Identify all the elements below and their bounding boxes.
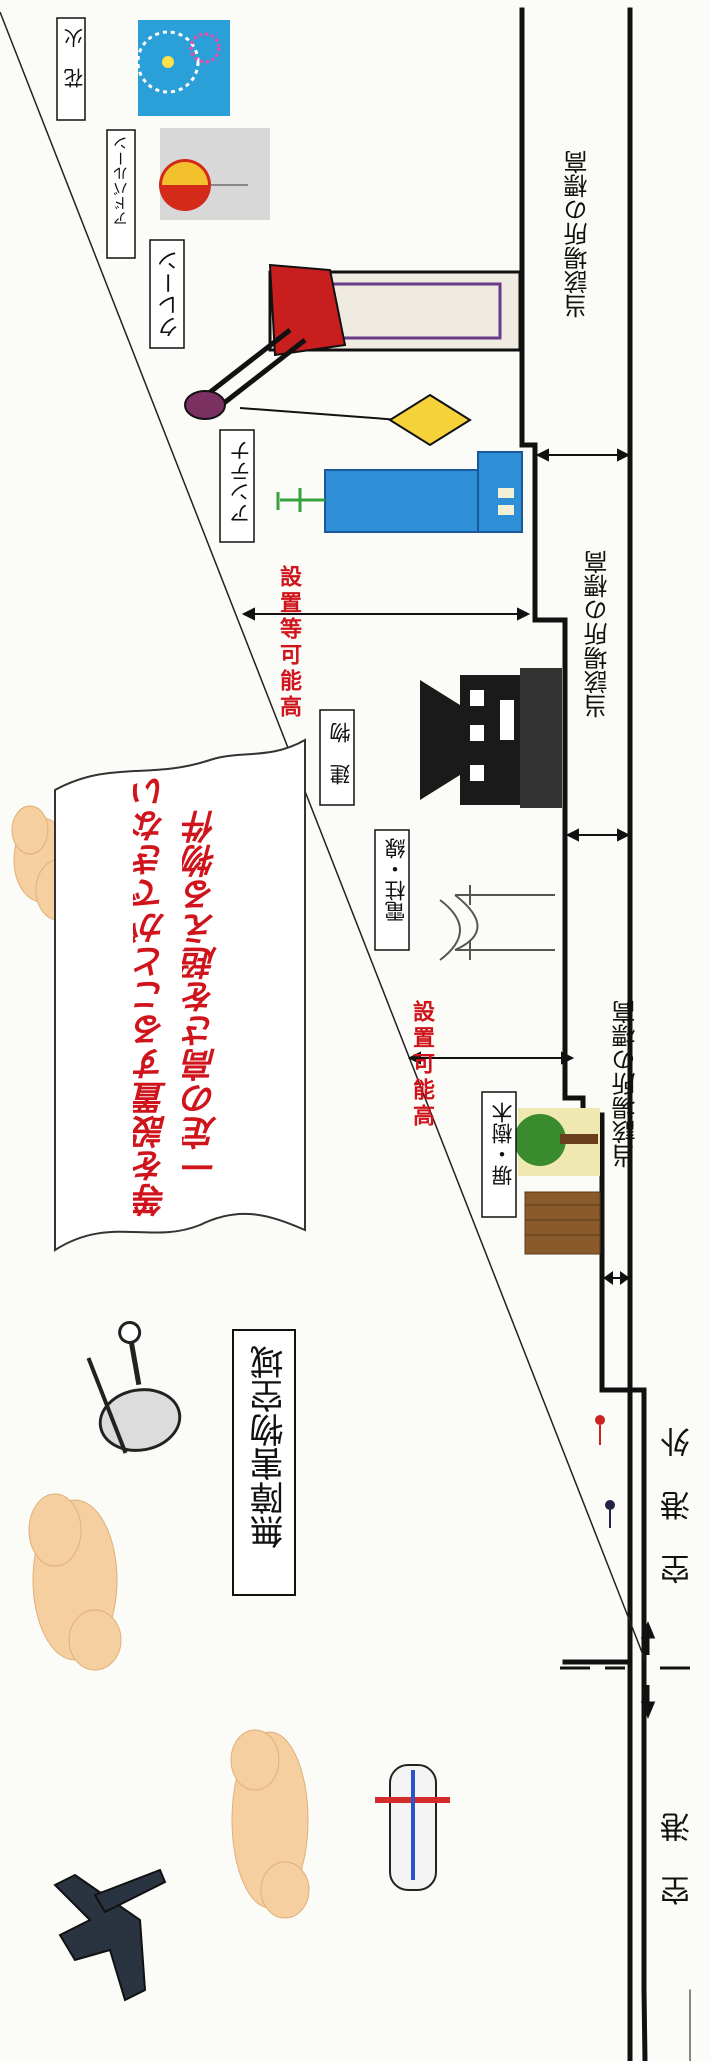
crane-label-box xyxy=(149,239,185,349)
elevation-label-1: 当該場所の標高 xyxy=(564,150,592,318)
banner-line-1: 一定の高さを超える物件 xyxy=(183,810,223,1184)
building-label-box xyxy=(319,709,355,806)
antenna-label: アンテナ xyxy=(229,440,253,524)
pole-label: 電柱・線 xyxy=(384,838,408,922)
airspace-label-box xyxy=(232,1329,296,1596)
cloud-icon xyxy=(28,1493,122,1671)
adballoon-icon xyxy=(159,128,270,220)
antenna-label-box xyxy=(219,429,255,543)
airspace-label: 無障害物空域 xyxy=(250,1345,290,1549)
elevation-label-2: 当該場所の標高 xyxy=(584,550,612,718)
banner-line-2: 等を設置することができない xyxy=(133,775,173,1217)
helicopter-icon xyxy=(86,1320,182,1454)
figures-icon xyxy=(595,1415,615,1528)
tree-icon xyxy=(514,1108,600,1176)
wall-tree-label-box xyxy=(481,1091,517,1218)
ground-lines xyxy=(519,7,691,2061)
adballoon-label-box xyxy=(106,129,136,259)
utility-pole-icon xyxy=(439,885,555,961)
cloud-icon xyxy=(230,1729,310,1919)
installable-height-label: 設置可能高 xyxy=(409,1000,434,1130)
pole-label-box xyxy=(374,829,410,951)
wall-tree-label: 塀・樹木 xyxy=(491,1102,515,1186)
limitation-surface-line xyxy=(0,11,646,1661)
banner-shape xyxy=(54,738,306,1252)
fireworks-label: 花 火 xyxy=(63,28,87,88)
crane-icon xyxy=(184,263,522,447)
house-icon xyxy=(420,668,562,808)
height-arrows xyxy=(241,448,631,1285)
fireworks-icon xyxy=(136,20,230,116)
adballoon-label: アドバルーン xyxy=(112,136,130,226)
airplane-icon xyxy=(53,1868,167,2002)
crane-label: クレーン xyxy=(158,250,183,338)
building-label: 建 物 xyxy=(329,722,353,785)
airport-label: 空 港 xyxy=(661,1800,696,1906)
small-plane-icon xyxy=(375,1764,450,1891)
airport-boundary xyxy=(560,1621,690,1719)
elevation-label-3: 当該場所の標高 xyxy=(612,1000,640,1168)
installable-height-etc-label: 設置等可能高 xyxy=(276,565,301,721)
airport-outside-label: 空 港 外 xyxy=(661,1415,696,1585)
antenna-building-icon xyxy=(276,451,523,533)
wall-icon xyxy=(524,1191,601,1255)
fireworks-label-box xyxy=(56,17,86,121)
